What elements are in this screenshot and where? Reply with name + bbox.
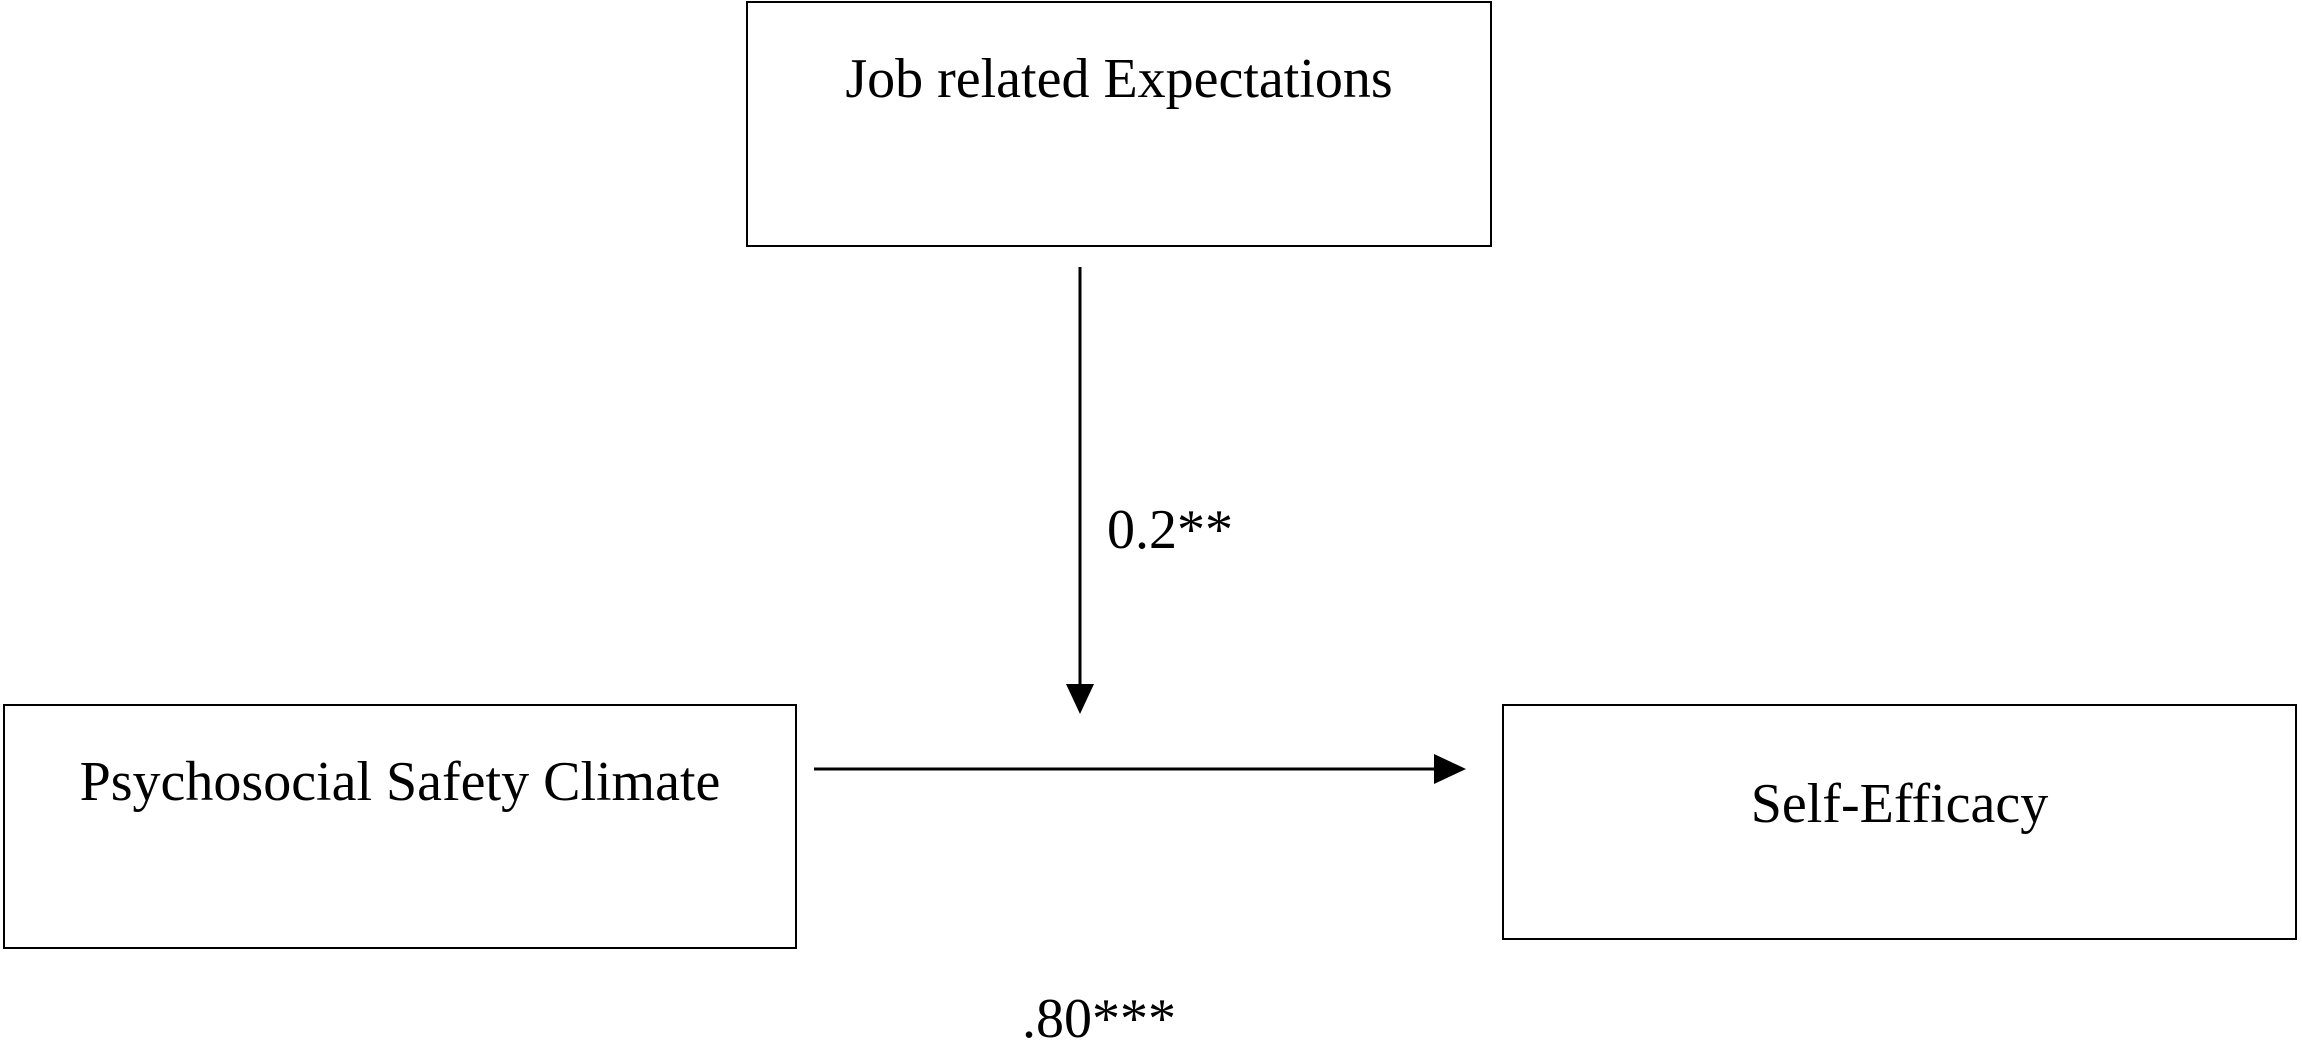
psychosocial-safety-climate-box: Psychosocial Safety Climate xyxy=(3,704,797,949)
psychosocial-safety-climate-label: Psychosocial Safety Climate xyxy=(79,751,721,813)
moderation-arrow xyxy=(1066,267,1094,714)
direct-effect-arrow xyxy=(814,754,1466,784)
job-related-expectations-label: Job related Expectations xyxy=(845,48,1393,110)
self-efficacy-label: Self-Efficacy xyxy=(1750,773,2049,835)
job-related-expectations-box: Job related Expectations xyxy=(746,1,1492,247)
self-efficacy-box: Self-Efficacy xyxy=(1502,704,2297,940)
direct-effect-coefficient: .80*** xyxy=(1022,988,1176,1050)
direct-effect-arrow-head xyxy=(1434,754,1466,784)
moderation-arrow-head xyxy=(1066,684,1094,714)
moderation-coefficient: 0.2** xyxy=(1107,499,1233,561)
